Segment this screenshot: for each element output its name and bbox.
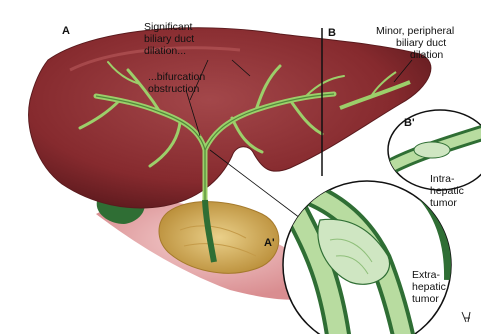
artist-signature — [462, 312, 470, 322]
panel-label-b: B — [328, 27, 336, 39]
panel-label-a: A — [62, 25, 70, 37]
label-bifurcation-obstruction: ...bifurcation obstruction — [148, 71, 208, 95]
panel-label-b-prime: B' — [404, 117, 415, 129]
magnified-view-a-prime — [283, 181, 451, 334]
panel-label-a-prime: A' — [264, 237, 275, 249]
